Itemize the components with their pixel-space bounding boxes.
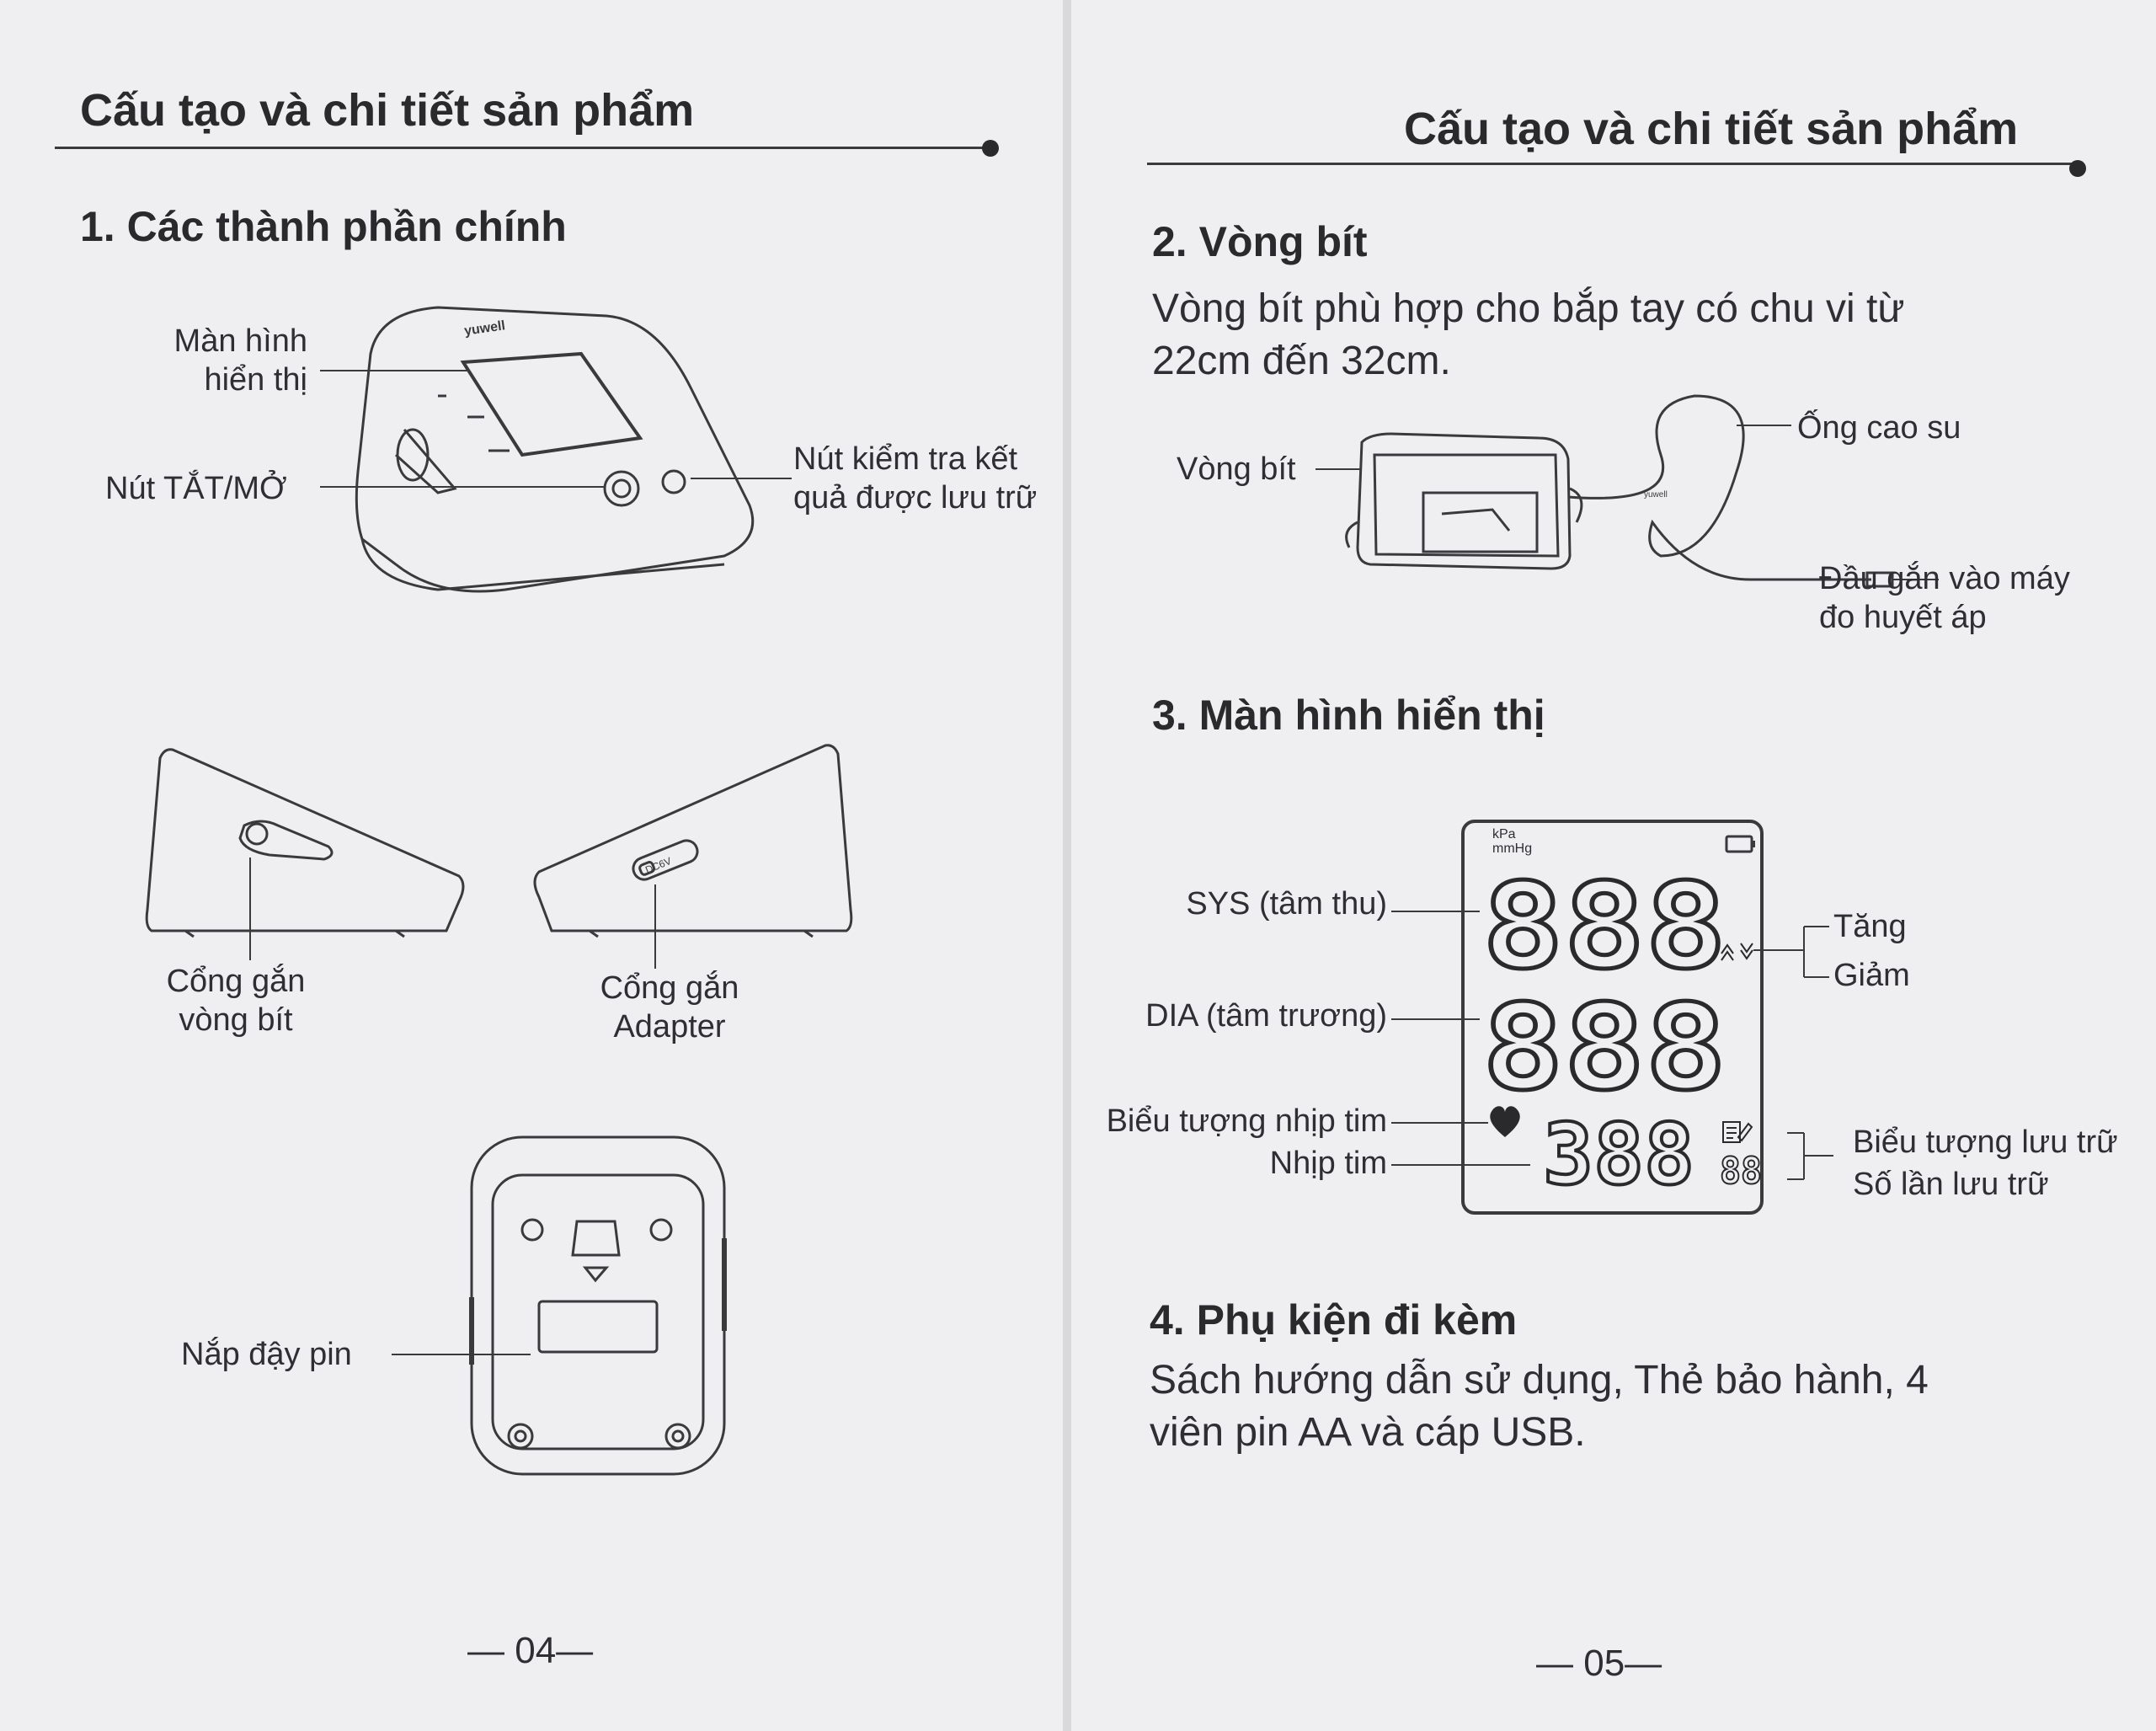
rubber-tube [1567, 394, 1871, 581]
label-decrease: Giảm [1833, 958, 1910, 993]
device-brand-text: yuwell [463, 318, 506, 339]
battery-cover-shape [537, 1300, 659, 1354]
label-memory-icon: Biểu tượng lưu trữ [1853, 1125, 2118, 1160]
lcd-frame [1461, 820, 1764, 1215]
lcd-pulse-digits: 388 [1543, 1105, 1694, 1204]
label-pulse: Nhịp tim [1269, 1146, 1387, 1181]
header-rule-dot [982, 140, 999, 157]
cuff-shape [1356, 432, 1572, 570]
page-number-right: — 05— [1536, 1643, 1662, 1684]
heart-icon [1490, 1106, 1520, 1137]
section-title-display: 3. Màn hình hiển thị [1152, 692, 1545, 739]
label-rubber-tube: Ống cao su [1797, 410, 1961, 446]
section-title-main-components: 1. Các thành phần chính [80, 203, 567, 250]
right-page: Cấu tạo và chi tiết sản phẩm 2. Vòng bít… [1071, 0, 2156, 1731]
page-header-title: Cấu tạo và chi tiết sản phẩm [80, 85, 695, 136]
label-memory-count: Số lần lưu trữ [1853, 1167, 2049, 1202]
device-screen-outline [460, 351, 643, 457]
header-rule [1147, 163, 2073, 165]
section-title-accessories: 4. Phụ kiện đi kèm [1150, 1296, 1518, 1344]
label-increase: Tăng [1833, 909, 1907, 944]
label-connector: Đầu gắn vào máy đo huyết áp [1819, 561, 2070, 635]
accessories-description: Sách hướng dẫn sử dụng, Thẻ bảo hành, 4 … [1150, 1358, 1929, 1455]
power-button-shape [603, 470, 640, 507]
device-illustrations: yuwell DC6V [145, 306, 853, 1476]
cuff-brand-text: yuwell [1644, 490, 1668, 500]
left-page: Cấu tạo và chi tiết sản phẩm 1. Các thàn… [0, 0, 1063, 1731]
lcd-sys-digits: 888 [1482, 858, 1726, 996]
label-sys: SYS (tâm thu) [1186, 886, 1387, 922]
label-dia: DIA (tâm trương) [1145, 998, 1387, 1034]
label-adapter-port: Cổng gắn Adapter [600, 970, 739, 1044]
header-rule-dot [2069, 160, 2086, 177]
label-heart-icon: Biểu tượng nhịp tim [1106, 1103, 1387, 1139]
trend-arrows-icon [1721, 943, 1753, 961]
page-header-title: Cấu tạo và chi tiết sản phẩm [1404, 104, 2019, 154]
lcd-unit-kpa: kPa [1492, 827, 1516, 841]
cuff-description: Vòng bít phù hợp cho bắp tay có chu vi t… [1152, 286, 1905, 383]
label-power-button: Nút TẮT/MỞ [105, 471, 287, 506]
memory-button-shape [661, 469, 686, 494]
memory-icon [1722, 1121, 1753, 1143]
header-rule [55, 147, 988, 149]
device-cuff-port [396, 428, 430, 482]
label-memory-button: Nút kiểm tra kết quả được lưu trữ [793, 441, 1038, 516]
label-cuff: Vòng bít [1177, 451, 1296, 487]
lcd-memory-digits: 88 [1720, 1150, 1762, 1193]
device-side-right [533, 744, 853, 932]
label-battery-cover: Nắp đậy pin [181, 1337, 352, 1372]
label-display: Màn hình hiển thị [173, 323, 307, 398]
adapter-jack-text: DC6V [643, 855, 673, 876]
lcd-battery-icon [1725, 835, 1753, 853]
section-title-cuff: 2. Vòng bít [1152, 218, 1368, 265]
page-number-left: — 04— [467, 1630, 594, 1671]
lcd-dia-digits: 888 [1482, 980, 1726, 1117]
device-bottom-view [470, 1135, 726, 1476]
device-body [355, 306, 755, 593]
device-side-left [145, 748, 465, 932]
cuff-and-display-illustrations: yuwell kPa mmHg 888 888 388 88 [1315, 394, 1939, 1215]
lcd-unit-mmhg: mmHg [1492, 841, 1532, 856]
label-cuff-port: Cổng gắn vòng bít [166, 964, 306, 1038]
